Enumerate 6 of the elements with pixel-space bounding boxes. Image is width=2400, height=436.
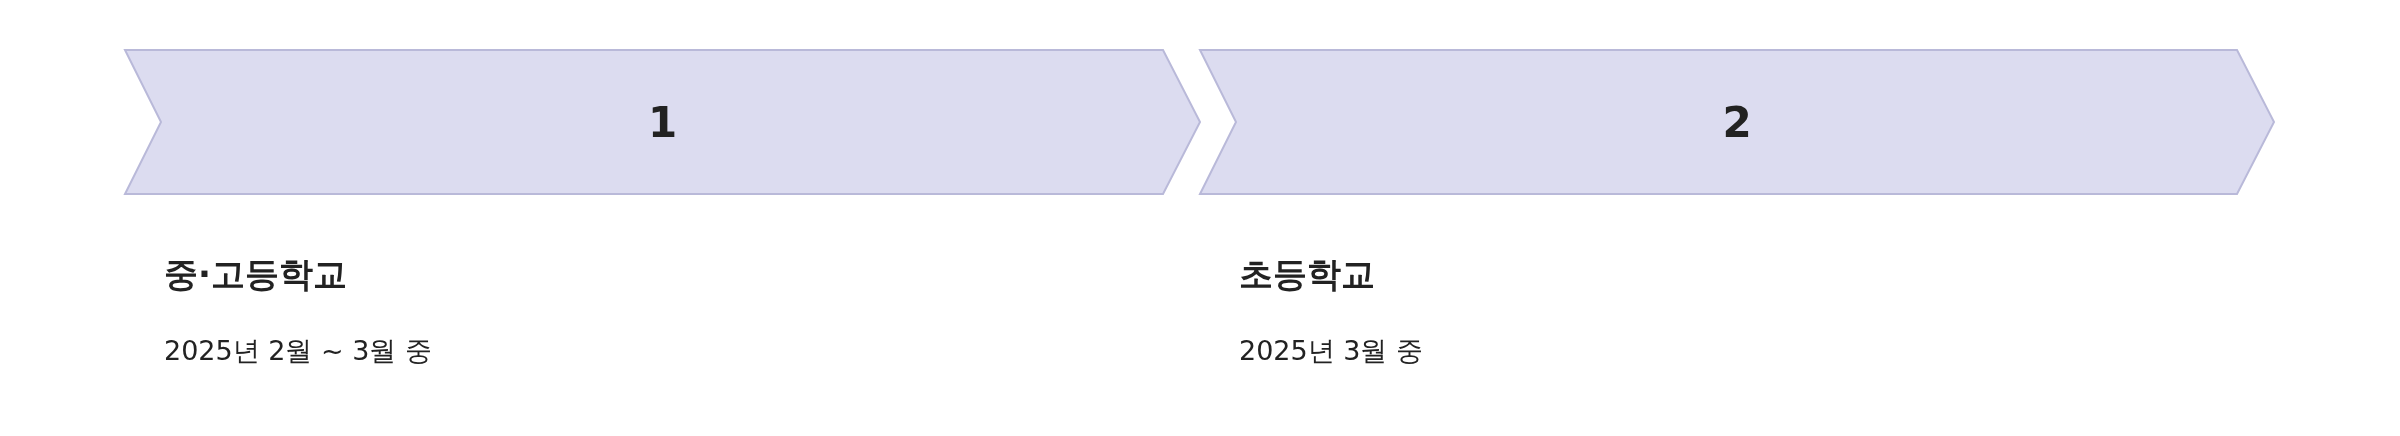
- step-title: 초등학교: [1239, 253, 1375, 296]
- step-number: 2: [1722, 97, 1752, 147]
- step-date: 2025년 3월 중: [1239, 334, 1424, 368]
- step-title: 중·고등학교: [164, 253, 347, 296]
- step-date: 2025년 2월 ~ 3월 중: [164, 334, 433, 368]
- step-number: 1: [647, 97, 678, 147]
